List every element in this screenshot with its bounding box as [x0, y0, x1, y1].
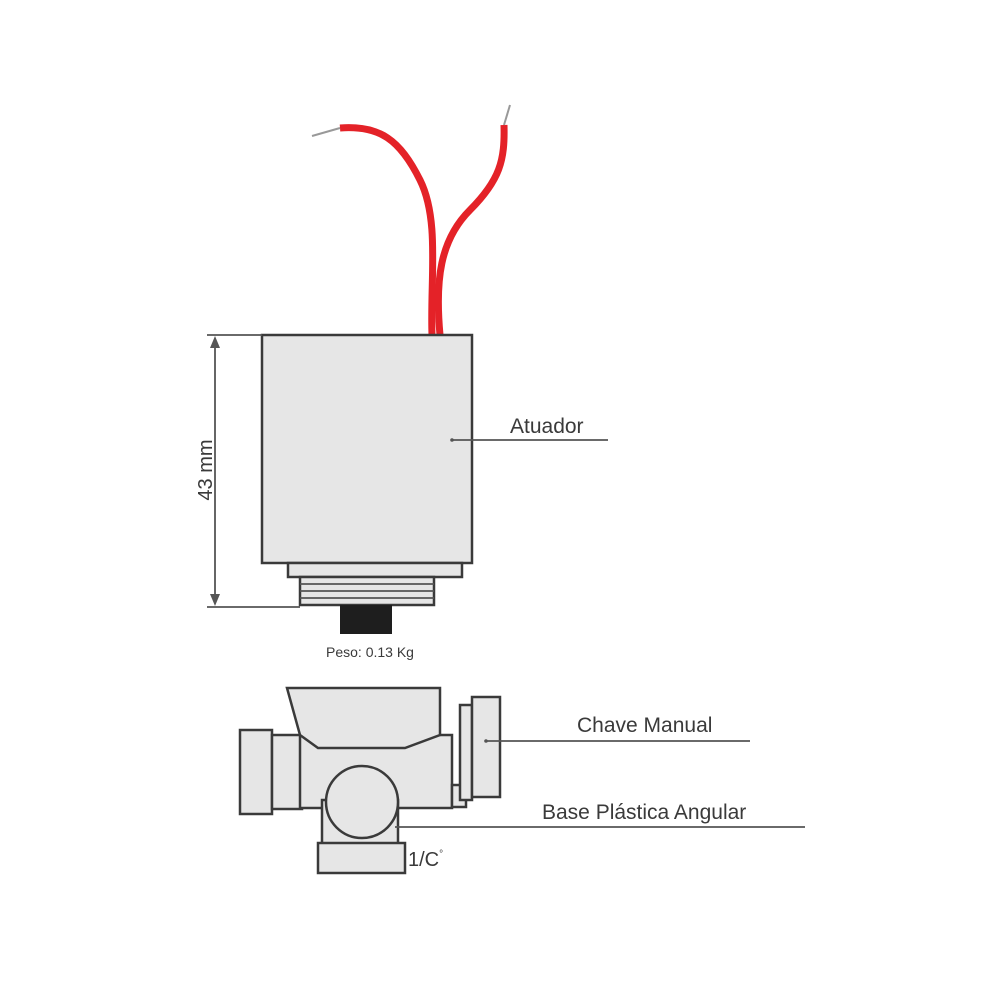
actuator-label: Atuador	[510, 415, 584, 438]
manual-key-label: Chave Manual	[577, 714, 712, 737]
wires	[311, 104, 511, 336]
wire-left-tip	[311, 127, 341, 137]
dimension-line	[207, 334, 300, 608]
actuator-stem	[340, 605, 392, 634]
valve-base	[238, 686, 502, 875]
actuator-collar	[286, 561, 464, 579]
wire-left	[339, 124, 437, 336]
thread-size-label: 1/C°	[408, 849, 443, 871]
valve-port-circle	[324, 764, 400, 840]
base-label: Base Plástica Angular	[542, 801, 746, 824]
manual-key-shaft	[458, 703, 474, 802]
actuator-body	[260, 333, 474, 565]
wire-right	[434, 124, 508, 336]
actuator-thread	[298, 575, 436, 607]
manual-key-knob	[470, 695, 502, 799]
dimension-label: 43 mm	[195, 439, 217, 500]
weight-label: Peso: 0.13 Kg	[326, 644, 414, 660]
wire-right-tip	[503, 104, 511, 126]
